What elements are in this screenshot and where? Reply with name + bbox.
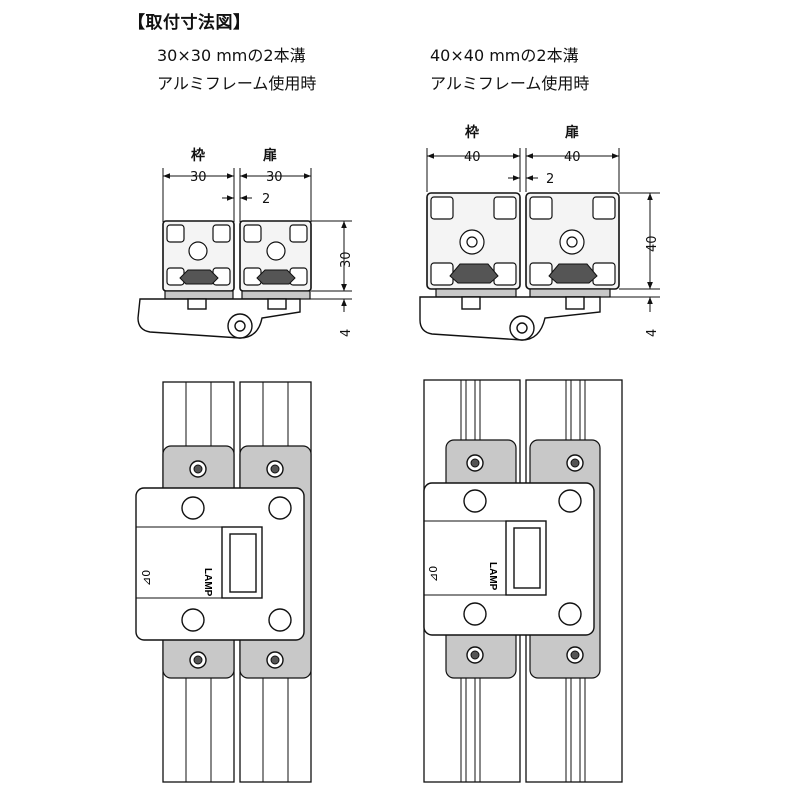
left-cross-section: 枠 扉 30 30 2: [137, 147, 354, 339]
left-door-label: 扉: [263, 147, 277, 164]
right-door-label: 扉: [565, 124, 579, 141]
left-dim-door-width: 30: [266, 170, 283, 185]
right-caption-line1: 40×40 mmの2本溝: [430, 46, 579, 65]
right-dim-gap: 2: [546, 172, 554, 187]
page-title: 【取付寸法図】: [128, 13, 251, 33]
left-caption: 30×30 mmの2本溝 アルミフレーム使用時: [157, 42, 316, 98]
left-frame-label: 枠: [191, 147, 205, 164]
right-caption-line2: アルミフレーム使用時: [430, 74, 590, 93]
right-cross-section: 枠 扉 40 40 2: [419, 124, 660, 341]
left-door-profile: [239, 220, 312, 292]
right-dim-frame-width: 40: [464, 150, 481, 165]
right-dim-height: 40: [645, 235, 660, 252]
left-front-view: LAMP ⊿0: [135, 381, 312, 783]
left-dim-frame-width: 30: [190, 170, 207, 185]
right-door-profile: [525, 192, 620, 290]
right-mark-text: ⊿0: [427, 566, 440, 582]
right-dim-door-width: 40: [564, 150, 581, 165]
left-dim-plate: 4: [339, 329, 354, 337]
right-front-view: LAMP ⊿0: [423, 379, 623, 783]
left-dim-gap: 2: [262, 192, 270, 207]
left-dim-height: 30: [339, 251, 354, 268]
left-mark-text: ⊿0: [140, 570, 153, 586]
left-frame-profile: [162, 220, 235, 292]
left-caption-line1: 30×30 mmの2本溝: [157, 46, 306, 65]
left-caption-line2: アルミフレーム使用時: [157, 74, 317, 93]
right-logo-text: LAMP: [487, 562, 498, 591]
right-frame-profile: [426, 192, 521, 290]
right-frame-label: 枠: [465, 124, 479, 141]
right-dim-plate: 4: [645, 329, 660, 337]
right-caption: 40×40 mmの2本溝 アルミフレーム使用時: [430, 42, 589, 98]
left-logo-text: LAMP: [202, 568, 213, 597]
